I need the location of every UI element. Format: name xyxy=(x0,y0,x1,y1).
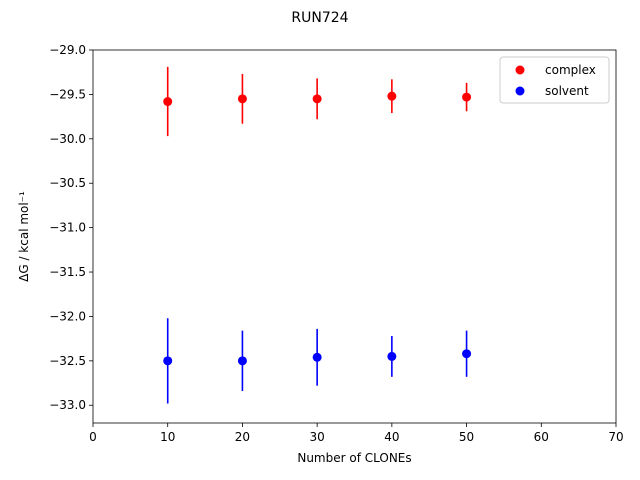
y-tick-label: −29.0 xyxy=(49,43,86,57)
x-tick-label: 70 xyxy=(608,430,623,444)
y-tick-label: −30.5 xyxy=(49,176,86,190)
legend-marker-solvent xyxy=(515,86,525,96)
complex-point xyxy=(462,92,472,102)
x-tick-label: 10 xyxy=(160,430,175,444)
legend: complex solvent xyxy=(499,56,610,104)
x-axis-label: Number of CLONEs xyxy=(297,451,411,465)
y-axis: −29.0 −29.5 −30.0 −30.5 −31.0 −31.5 −32.0 −32.5… xyxy=(49,43,93,412)
y-tick-label: −31.5 xyxy=(49,265,86,279)
solvent-point xyxy=(387,351,397,361)
y-tick-label: −30.0 xyxy=(49,132,86,146)
solvent-point xyxy=(312,352,322,362)
plot-area xyxy=(163,66,472,404)
complex-point xyxy=(312,94,322,104)
legend-label-complex: complex xyxy=(545,63,596,77)
legend-marker-complex xyxy=(515,65,525,75)
x-tick-label: 20 xyxy=(235,430,250,444)
legend-label-solvent: solvent xyxy=(545,84,589,98)
legend-box xyxy=(499,56,610,104)
y-axis-label: ΔG / kcal mol⁻¹ xyxy=(17,191,31,282)
y-tick-label: −33.0 xyxy=(49,398,86,412)
y-tick-label: −31.0 xyxy=(49,221,86,235)
x-tick-label: 0 xyxy=(89,430,97,444)
x-tick-label: 30 xyxy=(310,430,325,444)
solvent-point xyxy=(237,356,247,366)
complex-point xyxy=(163,97,173,107)
x-tick-label: 50 xyxy=(459,430,474,444)
x-tick-label: 40 xyxy=(384,430,399,444)
chart-title: RUN724 xyxy=(291,10,348,26)
complex-point xyxy=(237,94,247,104)
y-tick-label: −29.5 xyxy=(49,87,86,101)
complex-point xyxy=(387,91,397,101)
solvent-point xyxy=(163,356,173,366)
x-tick-label: 60 xyxy=(534,430,549,444)
axes-frame xyxy=(92,49,617,424)
x-axis: 0 10 20 30 40 50 60 70 xyxy=(89,423,624,444)
solvent-point xyxy=(462,349,472,359)
y-tick-label: −32.0 xyxy=(49,309,86,323)
y-tick-label: −32.5 xyxy=(49,354,86,368)
